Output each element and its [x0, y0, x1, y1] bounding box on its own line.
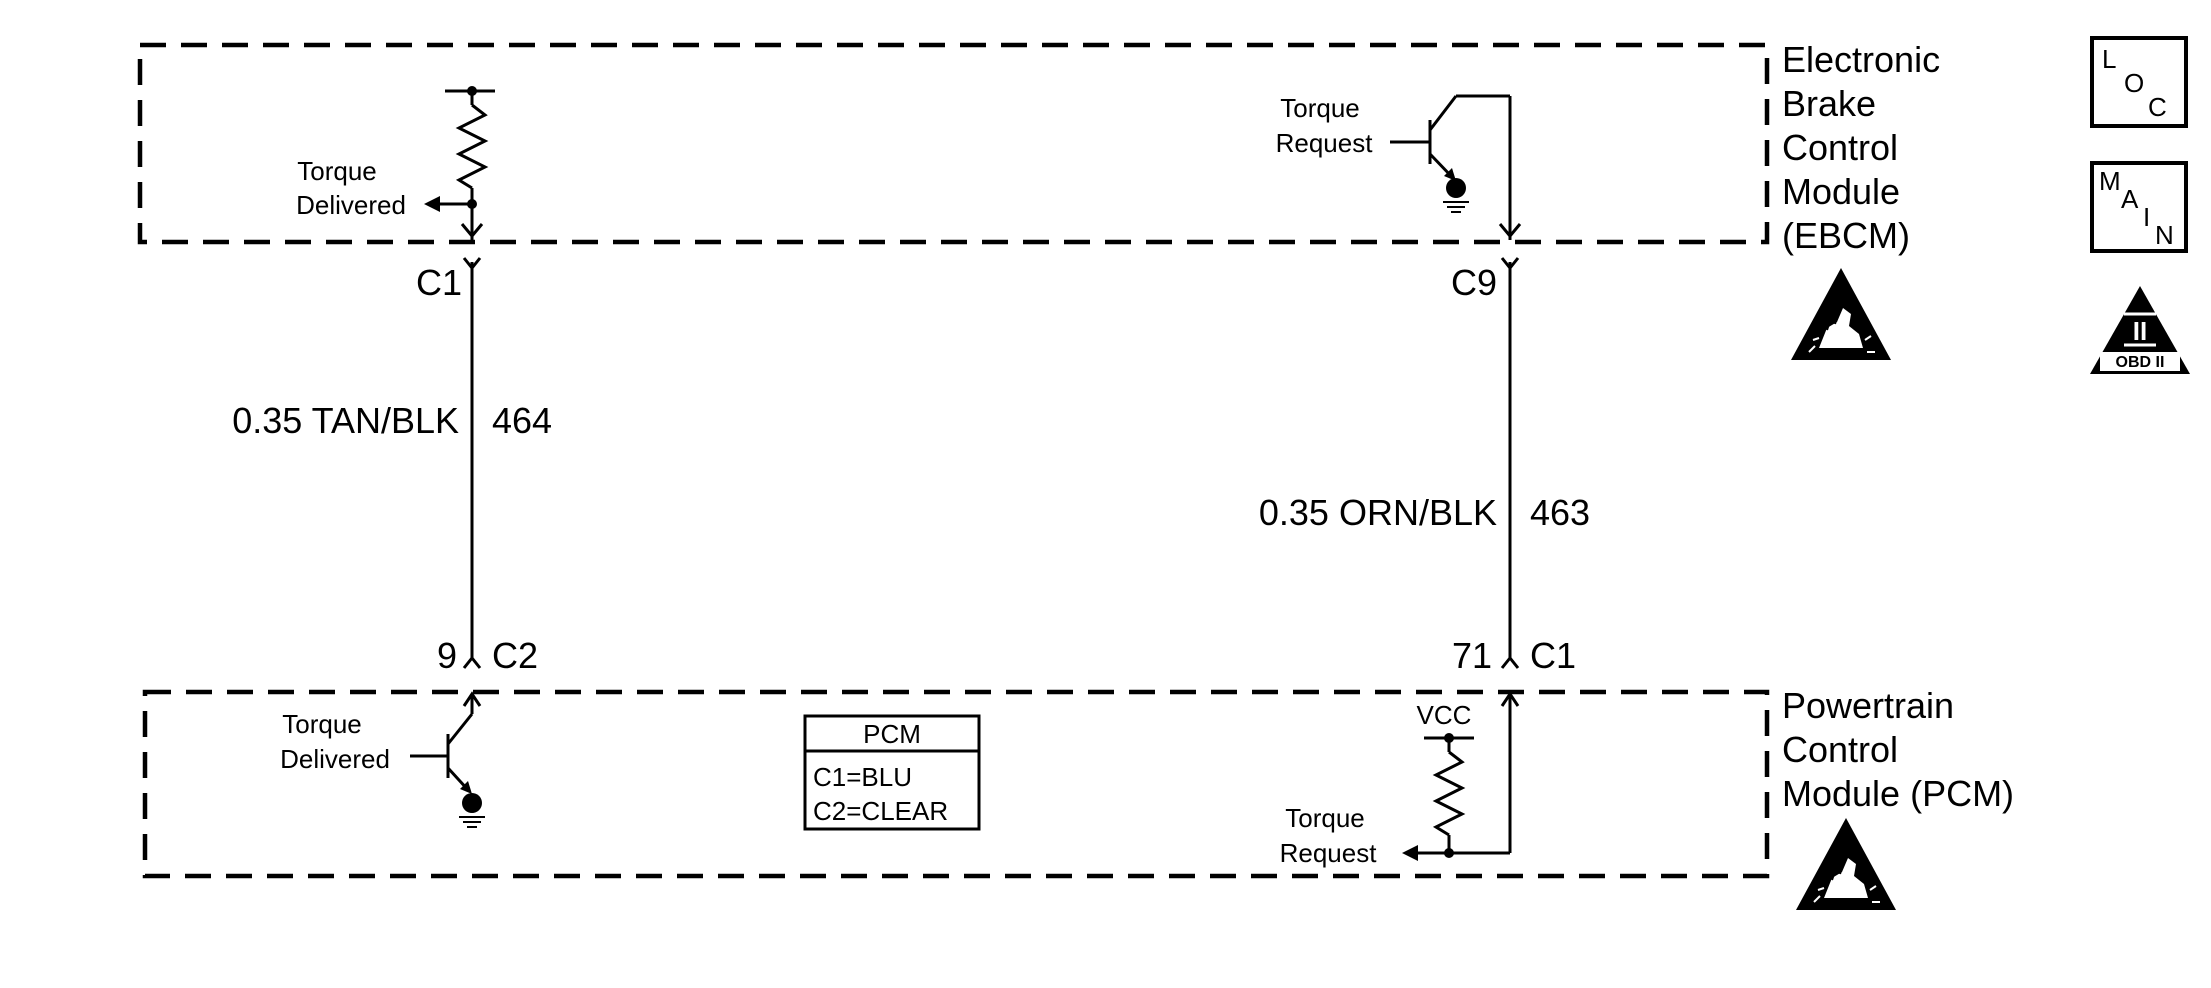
connector-label-c2: C2 — [492, 635, 538, 676]
connector-label-c1: C1 — [1530, 635, 1576, 676]
obd-numeral: II — [2133, 316, 2147, 346]
ebcm-name-line: Brake — [1782, 83, 1876, 124]
main-symbol-icon: M A I N — [2090, 161, 2188, 253]
esd-sensitive-hand-icon — [1796, 818, 1896, 910]
connector-table-frame — [803, 714, 981, 831]
loc-letter: C — [2148, 92, 2167, 122]
pin-number-label: 9 — [437, 635, 457, 676]
pull-up-resistor-icon — [455, 103, 489, 190]
ebcm-torque-request-label: Torque — [1280, 93, 1360, 123]
wire-464: C1 0.35 TAN/BLK 464 9 C2 — [232, 257, 552, 676]
ebcm-name-label: Electronic Brake Control Module (EBCM) — [1782, 39, 1940, 256]
obd-label: OBD II — [2116, 354, 2165, 371]
ebcm-torque-request-circuit: Torque Request — [1276, 93, 1522, 240]
wire-color-label: 0.35 ORN/BLK — [1259, 492, 1497, 533]
ebcm-torque-delivered-label: Delivered — [296, 190, 406, 220]
connector-chevron-icon — [462, 655, 482, 669]
output-arrow-icon — [424, 196, 440, 212]
esd-sensitive-hand-icon — [1791, 268, 1891, 360]
main-letter: A — [2121, 184, 2139, 214]
ebcm-torque-delivered-label: Torque — [297, 156, 377, 186]
connector-table-row: C2=CLEAR — [813, 796, 948, 826]
connector-label-c1: C1 — [416, 262, 462, 303]
pin-number-label: 71 — [1452, 635, 1492, 676]
pcm-torque-delivered-circuit: Torque Delivered — [280, 691, 485, 828]
pcm-name-label: Powertrain Control Module (PCM) — [1782, 685, 2014, 814]
ground-node — [462, 793, 482, 813]
connector-table-row: C1=BLU — [813, 762, 912, 792]
ebcm-name-line: Electronic — [1782, 39, 1940, 80]
pcm-name-line: Control — [1782, 729, 1898, 770]
output-arrow-icon — [1402, 845, 1418, 861]
vcc-label: VCC — [1417, 700, 1472, 730]
pcm-torque-delivered-label: Torque — [282, 709, 362, 739]
ebcm-name-line: (EBCM) — [1782, 215, 1910, 256]
connector-label-c9: C9 — [1451, 262, 1497, 303]
pcm-name-line: Module (PCM) — [1782, 773, 2014, 814]
circuit-number-label: 464 — [492, 400, 552, 441]
connector-arrow-icon — [1498, 223, 1522, 239]
pcm-torque-request-label: Request — [1280, 838, 1378, 868]
loc-letter: L — [2102, 44, 2116, 74]
obd-ii-symbol-icon: II OBD II — [2090, 286, 2190, 374]
wire-color-label: 0.35 TAN/BLK — [232, 400, 459, 441]
main-letter: I — [2143, 202, 2150, 232]
ground-node — [1446, 178, 1466, 198]
connector-chevron-icon — [1500, 655, 1520, 669]
ebcm-module-boundary — [137, 42, 1770, 245]
pcm-module-boundary — [142, 689, 1770, 879]
wire-463: C9 0.35 ORN/BLK 463 71 C1 — [1259, 257, 1590, 676]
main-letter: M — [2099, 166, 2121, 196]
main-letter: N — [2155, 220, 2174, 250]
pcm-connector-table: PCM C1=BLU C2=CLEAR — [803, 714, 981, 831]
loc-symbol-icon: L O C — [2090, 36, 2188, 128]
loc-letter: O — [2124, 68, 2144, 98]
connector-arrow-icon — [460, 223, 484, 239]
ebcm-torque-delivered-circuit: Torque Delivered — [296, 86, 495, 240]
circuit-number-label: 463 — [1530, 492, 1590, 533]
pcm-name-line: Powertrain — [1782, 685, 1954, 726]
connector-table-title: PCM — [863, 719, 921, 749]
pcm-torque-request-label: Torque — [1285, 803, 1365, 833]
ebcm-name-line: Module — [1782, 171, 1900, 212]
ebcm-name-line: Control — [1782, 127, 1898, 168]
pcm-torque-request-circuit: VCC Torque Request — [1280, 691, 1520, 868]
ebcm-torque-request-label: Request — [1276, 128, 1374, 158]
pcm-torque-delivered-label: Delivered — [280, 744, 390, 774]
pull-up-resistor-icon — [1432, 750, 1466, 837]
